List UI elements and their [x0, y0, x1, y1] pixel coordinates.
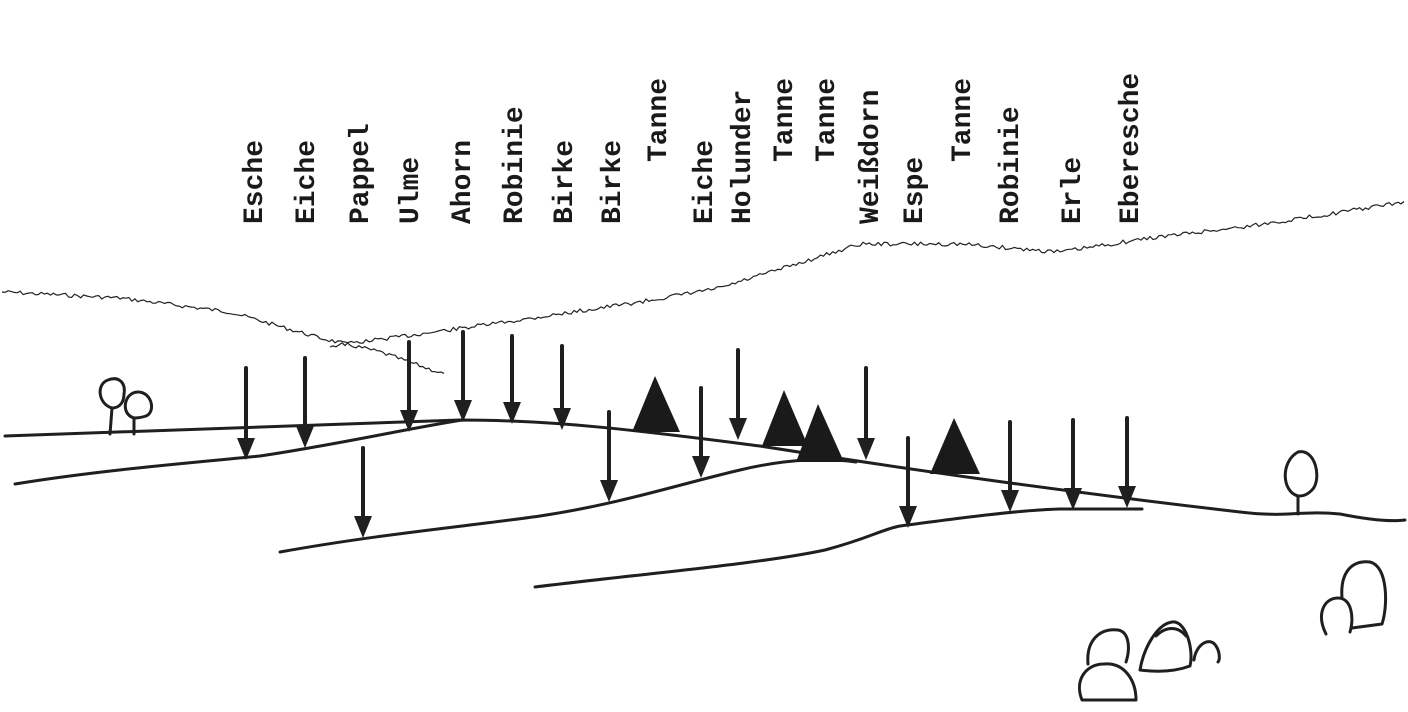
tree-species-label: Tanne [770, 78, 801, 162]
boulder-icon [1320, 596, 1354, 636]
tree-species-label: Erle [1058, 157, 1089, 224]
ridge-line-4 [533, 507, 1144, 589]
conifer-tree-icon [796, 404, 844, 462]
arrow-down-icon [237, 366, 255, 460]
tree-species-label: Robinie [996, 106, 1027, 224]
tree-species-label: Weißdorn [856, 90, 887, 224]
deciduous-tree-icon [98, 377, 154, 436]
arrow-down-icon [354, 446, 372, 538]
arrow-down-icon [1118, 416, 1136, 508]
tree-species-label: Esche [240, 140, 271, 224]
arrow-down-icon [857, 366, 875, 460]
tree-species-label: Ulme [396, 157, 427, 224]
arrow-down-icon [454, 330, 472, 422]
tree-species-label: Ahorn [448, 140, 479, 224]
conifer-tree-icon [762, 390, 808, 446]
tree-species-label: Tanne [812, 78, 843, 162]
arrow-down-icon [1001, 420, 1019, 512]
boulder-icon [1340, 560, 1388, 630]
tree-species-label: Eberesche [1116, 73, 1147, 224]
label-group: Esche Eiche Pappel Ulme Ahorn Robinie Birke Bir… [240, 73, 1147, 224]
ridge-line-1 [3, 418, 1407, 523]
arrow-down-icon [503, 334, 521, 424]
conifer-tree-icon [930, 418, 980, 474]
tree-species-label: Tanne [644, 78, 675, 162]
deciduous-tree-icon [1283, 450, 1319, 516]
tree-species-label: Eiche [690, 140, 721, 224]
arrow-down-icon [600, 410, 618, 502]
horizon-line-right [329, 201, 1405, 348]
arrow-down-icon [692, 386, 710, 478]
boulder-icon [1086, 628, 1130, 666]
arrow-down-icon [729, 348, 747, 440]
tree-species-label: Tanne [948, 78, 979, 162]
boulder-icon [1138, 620, 1193, 673]
tree-species-label: Holunder [728, 90, 759, 224]
tree-species-label: Espe [900, 157, 931, 224]
ridge-line-3 [278, 458, 858, 554]
tree-species-label: Birke [598, 140, 629, 224]
horizon-line-left [1, 290, 445, 374]
arrow-down-icon [899, 436, 917, 528]
arrow-down-icon [296, 356, 314, 448]
tree-species-label: Eiche [292, 140, 323, 224]
conifer-tree-icon [632, 376, 680, 432]
arrow-down-icon [553, 344, 571, 430]
boulder-icon [1192, 640, 1221, 664]
ridge-line-2 [13, 418, 464, 486]
arrow-group [237, 330, 1136, 538]
boulder-icon [1078, 662, 1138, 702]
tree-species-label: Pappel [346, 123, 377, 224]
tree-species-label: Robinie [500, 106, 531, 224]
arrow-down-icon [1064, 418, 1082, 510]
arrow-down-icon [400, 340, 418, 432]
tree-species-label: Birke [550, 140, 581, 224]
